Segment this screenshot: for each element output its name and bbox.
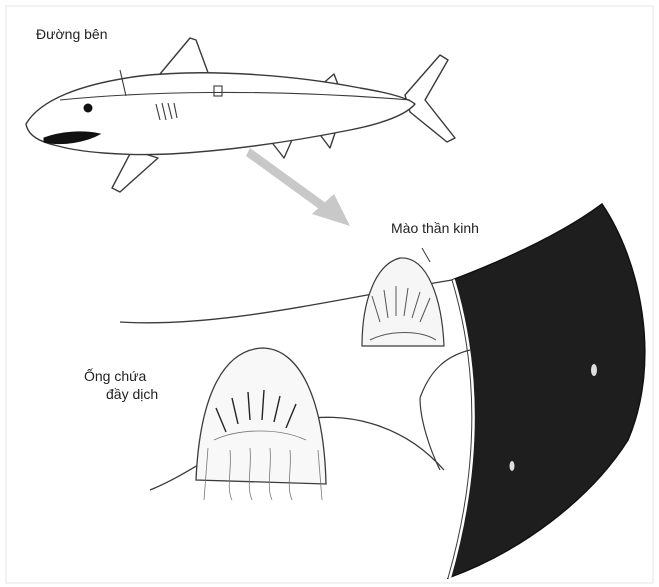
pore-duct	[420, 350, 470, 398]
label-fluid-canal-line2: đầy dịch	[84, 385, 158, 403]
shark-dorsal-fin	[160, 38, 210, 78]
pore-upper	[591, 364, 597, 376]
neuromast-large	[196, 348, 326, 484]
label-fluid-canal-line1: Ống chứa	[84, 367, 158, 385]
label-lateral-line: Đường bên	[36, 25, 107, 43]
magnified-section	[120, 204, 645, 578]
shark-tail-fin	[405, 55, 455, 142]
duct-wall	[420, 398, 440, 470]
shark-pectoral-fin	[112, 150, 158, 192]
crest-pointer	[422, 248, 430, 262]
shark-eye	[84, 104, 93, 113]
shark-illustration	[26, 38, 455, 192]
label-fluid-canal: Ống chứa đầy dịch	[84, 367, 158, 403]
zoom-arrow-shaft	[246, 148, 330, 214]
zoom-arrow	[246, 148, 350, 226]
shark-body	[26, 73, 415, 155]
label-nerve-crest: Mào thần kinh	[391, 219, 479, 237]
pore-lower	[510, 461, 515, 471]
skin-cutaway	[448, 204, 645, 578]
